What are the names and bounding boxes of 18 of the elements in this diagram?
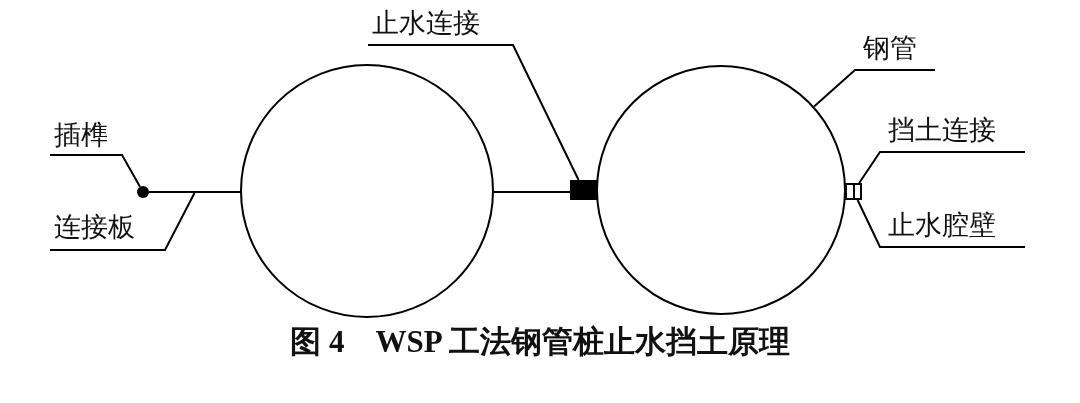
part-label: 插榫 <box>50 120 122 155</box>
seal-chamber-box <box>845 183 862 200</box>
leader-line <box>856 199 1026 248</box>
pin-dot <box>137 186 149 198</box>
part-label: 止水连接 <box>368 8 513 45</box>
leader-line <box>49 192 196 251</box>
leader-line <box>813 69 936 108</box>
part-label: 止水腔壁 <box>880 210 1025 247</box>
part-label: 连接板 <box>50 212 165 250</box>
part-label: 挡土连接 <box>880 115 1025 152</box>
pipe-circle <box>596 65 846 315</box>
leader-line <box>367 44 580 181</box>
leader-line <box>49 154 141 188</box>
leader-line <box>858 151 1026 184</box>
figure-caption: 图 4 WSP 工法钢管桩止水挡土原理 <box>290 323 790 361</box>
part-label: 钢管 <box>855 33 935 70</box>
seal-joint-block <box>570 180 597 200</box>
pipe-circle <box>240 64 494 318</box>
